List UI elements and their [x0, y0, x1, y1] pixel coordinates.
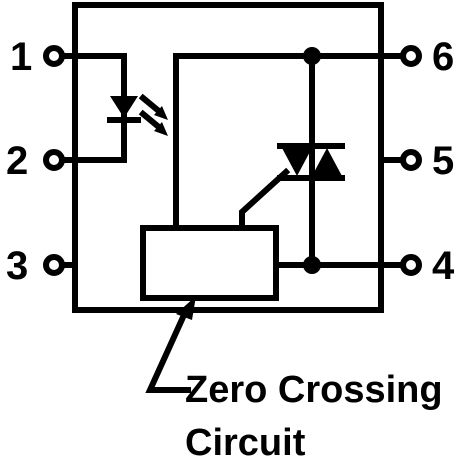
pin-1-label: 1	[10, 35, 32, 79]
pin-labels: 1 2 3 4 5 6	[6, 35, 455, 288]
input-led	[72, 53, 141, 163]
caption-line-2: Circuit	[185, 422, 306, 464]
caption-line-1: Zero Crossing	[185, 369, 443, 411]
led-diode-triangle	[110, 96, 138, 118]
pin-3-label: 3	[6, 244, 28, 288]
pin-4-label: 4	[432, 244, 455, 288]
triac-triangle-left	[282, 148, 312, 176]
pin-2-label: 2	[6, 139, 28, 183]
junction-dot-pin4	[303, 256, 321, 274]
light-emission-arrows	[138, 93, 168, 136]
junction-dot-pin6	[303, 47, 321, 65]
pin-6-label: 6	[432, 35, 454, 79]
triac-triangle-right	[312, 148, 342, 176]
zero-crossing-block	[140, 225, 279, 301]
pin-5-label: 5	[432, 139, 454, 183]
caption-leader-arrow	[145, 296, 196, 393]
triac-symbol	[277, 143, 345, 181]
